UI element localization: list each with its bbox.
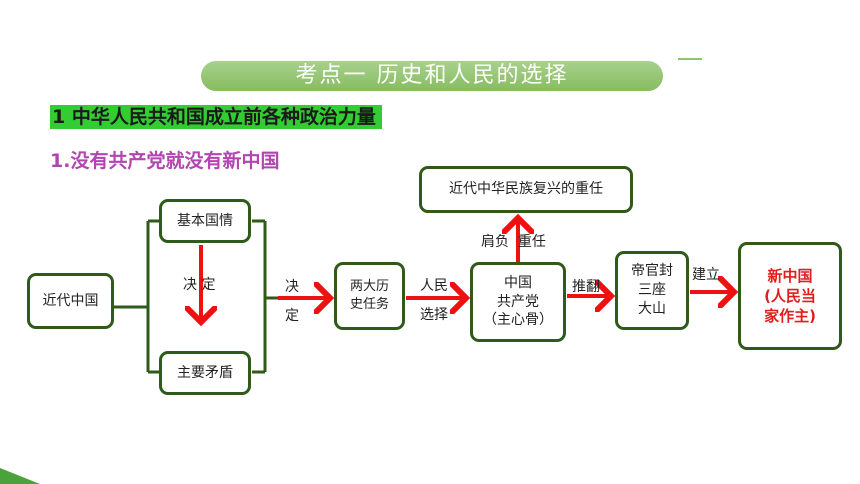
node-three-mountains: 帝官封 三座 大山 [615, 251, 689, 330]
bracket-right [252, 219, 278, 374]
node-cpc: 中国 共产党 （主心骨） [470, 262, 566, 342]
section-1-number: 1 [52, 106, 66, 128]
topic-banner: 考点一 历史和人民的选择 [201, 61, 663, 91]
label-decide-inner: 决 定 [183, 277, 216, 293]
section-2-heading: 1.没有共产党就没有新中国 [50, 150, 280, 172]
node-modern-china: 近代中国 [27, 273, 114, 329]
bracket-left [113, 219, 160, 374]
node-basic-conditions: 基本国情 [159, 199, 251, 243]
node-main-contradiction: 主要矛盾 [159, 351, 251, 395]
node-two-tasks: 两大历 史任务 [334, 262, 405, 330]
label-decide-outer-1: 决 [285, 279, 299, 295]
label-overthrow: 推翻 [572, 279, 600, 295]
label-shoulder: 肩负 重任 [481, 234, 546, 250]
label-establish: 建立 [692, 267, 720, 283]
decorative-line [678, 58, 702, 60]
label-people-2: 选择 [420, 307, 448, 323]
node-responsibility: 近代中华民族复兴的重任 [419, 166, 633, 213]
label-people-1: 人民 [420, 278, 448, 294]
corner-decoration [0, 468, 40, 484]
label-decide-outer-2: 定 [285, 308, 299, 324]
section-1-heading: 1 中华人民共和国成立前各种政治力量 [50, 105, 382, 129]
node-new-china: 新中国 (人民当 家作主) [738, 242, 842, 350]
section-1-title: 中华人民共和国成立前各种政治力量 [71, 106, 376, 128]
